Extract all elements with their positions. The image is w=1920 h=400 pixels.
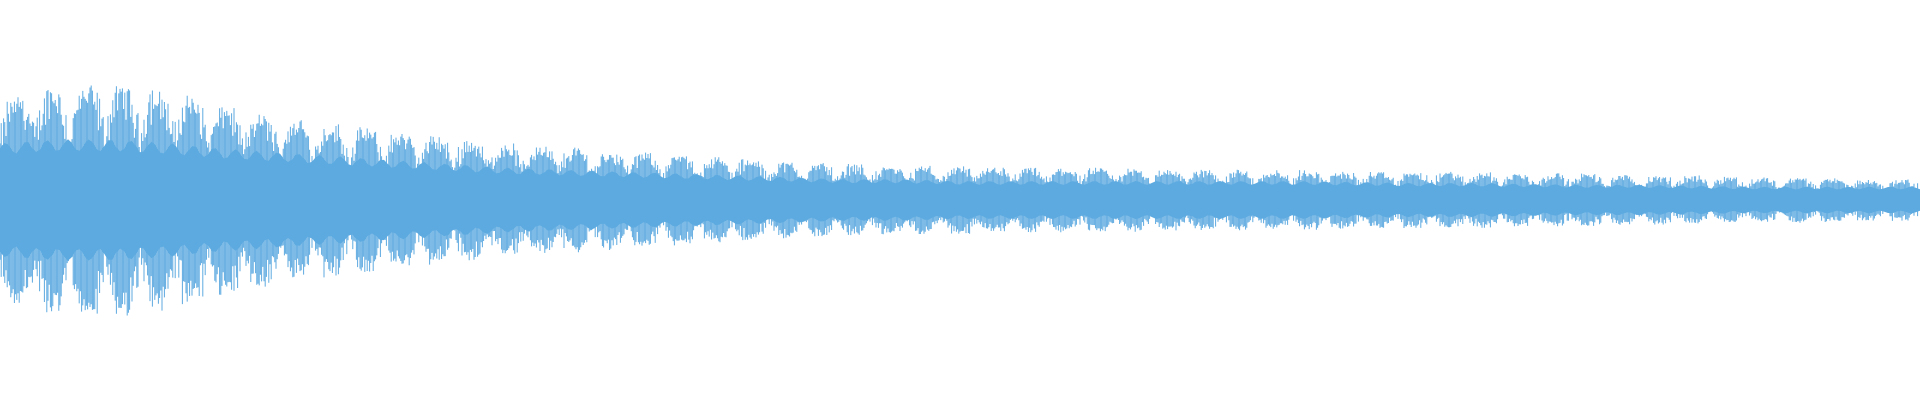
waveform-core bbox=[0, 139, 1920, 261]
